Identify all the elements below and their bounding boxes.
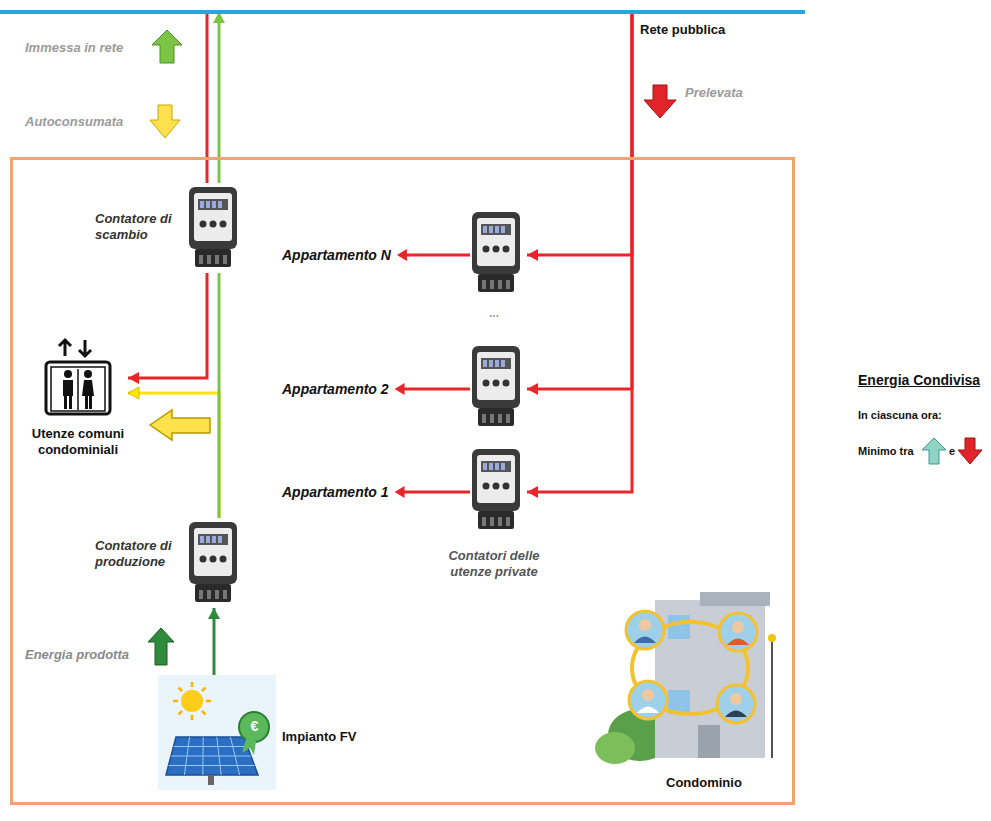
flow-label: Energia prodotta xyxy=(25,647,129,663)
production-meter: Contatore di produzione xyxy=(95,518,242,608)
node-label: Contatore di produzione xyxy=(95,538,185,569)
legend-down-arrow xyxy=(958,438,982,464)
note-text: Minimo tra xyxy=(858,445,914,458)
note-title: Energia Condivisa xyxy=(858,372,980,389)
node-label: Rete pubblica xyxy=(640,22,780,38)
connector xyxy=(527,12,632,395)
meter-icon xyxy=(470,344,522,434)
common-utilities: Utenze comuni condominiali xyxy=(28,338,128,473)
meter-icon xyxy=(187,185,239,275)
node-label: Contatore di scambio xyxy=(95,211,185,242)
fv-icon xyxy=(158,675,276,794)
connector xyxy=(208,608,220,675)
meter-icon xyxy=(470,447,522,537)
apartment-meter: Appartamento 1 xyxy=(282,445,527,535)
badge-symbol: € xyxy=(248,718,261,735)
group-caption: Contatori delle utenze private xyxy=(448,548,540,579)
selfuse-arrow xyxy=(150,105,180,138)
withdraw-arrow xyxy=(644,85,676,118)
note-text: In ciascuna ora: xyxy=(858,409,942,422)
condominium-boundary: Condominio Contatore di scambioAppartamen… xyxy=(10,157,795,805)
export-arrow xyxy=(152,30,182,63)
flow-label: Autoconsumata xyxy=(25,114,123,130)
utenze-icon xyxy=(38,338,118,420)
note-text: e xyxy=(949,445,955,458)
flow-label: Prelevata xyxy=(685,85,743,101)
node-label: Utenze comuni condominiali xyxy=(28,426,128,457)
ellipsis: ... xyxy=(489,306,499,320)
apartment-meter: Appartamento 2 xyxy=(282,342,527,432)
connector xyxy=(128,273,207,384)
connector xyxy=(128,387,219,518)
connector xyxy=(527,12,632,498)
node-label: Condominio xyxy=(666,775,776,791)
meter-icon xyxy=(470,210,522,300)
node-label: Appartamento N xyxy=(282,247,391,264)
connector xyxy=(219,273,220,518)
node-label: Appartamento 2 xyxy=(282,381,389,398)
selfuse-big-arrow xyxy=(150,410,210,440)
exchange-meter: Contatore di scambio xyxy=(95,183,242,273)
condominium-illustration xyxy=(595,592,776,764)
pv-plant: Impianto FV xyxy=(158,675,373,793)
flow-label: Immessa in rete xyxy=(25,40,123,56)
production-arrow xyxy=(148,628,174,665)
node-label: Appartamento 1 xyxy=(282,484,389,501)
connector xyxy=(527,12,632,261)
legend-up-arrow xyxy=(922,438,946,464)
apartment-meter: Appartamento N xyxy=(282,208,527,298)
meter-icon xyxy=(187,520,239,610)
node-label: Impianto FV xyxy=(282,729,372,745)
